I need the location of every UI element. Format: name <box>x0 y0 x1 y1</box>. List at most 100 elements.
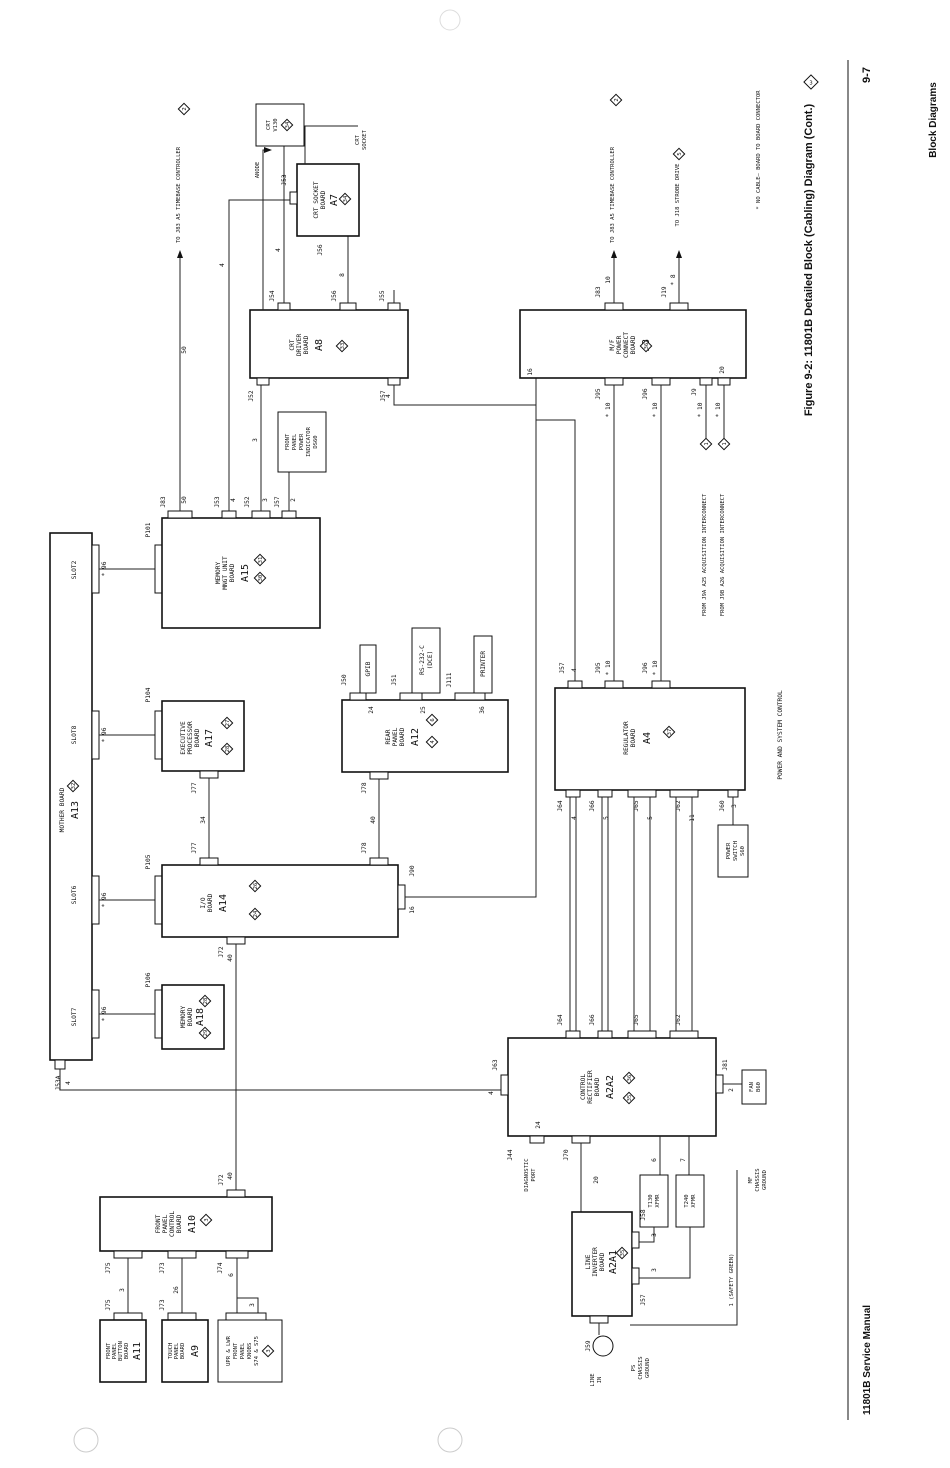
svg-text:TO J18 STROBE DRIVE: TO J18 STROBE DRIVE <box>675 164 681 227</box>
svg-text:UPR & LWR: UPR & LWR <box>226 1335 232 1365</box>
svg-text:J63: J63 <box>492 1059 499 1070</box>
svg-text:28: 28 <box>225 746 231 753</box>
svg-text:6: 6 <box>430 718 436 721</box>
svg-text:5: 5 <box>677 152 683 155</box>
wire-16-j90 <box>405 378 537 898</box>
svg-text:J77: J77 <box>191 842 198 853</box>
svg-text:PS: PS <box>631 1365 637 1372</box>
svg-text:LINE: LINE <box>585 1254 592 1269</box>
svg-text:2: 2 <box>290 498 297 502</box>
svg-text:J78: J78 <box>361 782 368 793</box>
t240-transformer: T240 XFMR <box>675 1174 705 1228</box>
svg-text:J9: J9 <box>691 388 698 396</box>
svg-text:J59: J59 <box>585 1340 592 1351</box>
svg-text:J75: J75 <box>105 1299 112 1310</box>
svg-text:27: 27 <box>225 720 231 727</box>
wire-count: * 96 <box>101 892 108 907</box>
svg-text:J50: J50 <box>341 674 348 685</box>
svg-text:BOARD: BOARD <box>320 190 327 209</box>
svg-text:M/F: M/F <box>609 339 616 350</box>
svg-text:BOARD: BOARD <box>176 1214 183 1233</box>
memory-mngt-board-a15: MEMORY MNGT UNIT BOARD A15 31 30 <box>154 517 321 629</box>
svg-text:KNOBS: KNOBS <box>247 1343 253 1360</box>
svg-text:16: 16 <box>527 368 534 376</box>
executive-processor-a17: EXECUTIVE PROCESSOR BOARD A17 27 28 <box>154 700 245 772</box>
svg-text:J65: J65 <box>633 800 640 811</box>
svg-text:A7: A7 <box>329 194 340 206</box>
svg-text:DRIVER: DRIVER <box>296 334 303 357</box>
svg-text:24: 24 <box>253 910 259 917</box>
svg-text:7: 7 <box>680 1158 687 1162</box>
slot8-connector <box>91 710 100 760</box>
slot-label: SLOT2 <box>71 560 78 579</box>
svg-text:J66: J66 <box>589 1014 596 1025</box>
svg-text:* 10: * 10 <box>652 402 659 417</box>
svg-text:DS60: DS60 <box>313 435 319 448</box>
svg-text:J95: J95 <box>595 388 602 399</box>
svg-text:4: 4 <box>488 1091 495 1095</box>
svg-text:24: 24 <box>535 1121 542 1129</box>
svg-text:30: 30 <box>258 575 264 582</box>
power-indicator-ds60: FRONT PANEL POWER INDICATOR DS60 <box>277 411 327 473</box>
svg-text:CRT: CRT <box>289 339 296 350</box>
svg-text:A12: A12 <box>410 728 421 746</box>
svg-text:A14: A14 <box>218 894 229 912</box>
ref-badge <box>177 102 191 116</box>
svg-text:I/O: I/O <box>200 897 207 908</box>
svg-text:28: 28 <box>203 998 209 1005</box>
svg-text:J96: J96 <box>642 662 649 673</box>
rs232-port: RS-232-C (DCE) <box>411 627 441 694</box>
svg-text:GROUND: GROUND <box>762 1170 768 1190</box>
svg-text:3: 3 <box>809 81 812 87</box>
svg-text:P105: P105 <box>145 854 152 869</box>
svg-text:MOTHER BOARD: MOTHER BOARD <box>59 787 66 832</box>
svg-text:4: 4 <box>571 816 578 820</box>
svg-text:J66: J66 <box>589 800 596 811</box>
svg-text:A13: A13 <box>70 801 81 819</box>
svg-text:T240: T240 <box>684 1194 690 1207</box>
svg-text:J81: J81 <box>722 1059 729 1070</box>
svg-text:A11: A11 <box>132 1342 143 1360</box>
svg-text:BOARD: BOARD <box>599 1252 606 1271</box>
svg-text:RS-232-C: RS-232-C <box>419 645 426 675</box>
svg-text:35: 35 <box>627 1095 633 1102</box>
svg-text:2: 2 <box>614 98 620 101</box>
svg-text:J53: J53 <box>281 174 288 185</box>
svg-text:TO J83 A5 TIMEBASE CONTROLLER: TO J83 A5 TIMEBASE CONTROLLER <box>610 146 616 243</box>
regulator-board-a4: REGULATOR BOARD A4 37 <box>554 687 746 791</box>
svg-text:J55: J55 <box>379 290 386 301</box>
svg-text:S60: S60 <box>740 846 746 856</box>
svg-text:J70: J70 <box>563 1149 570 1160</box>
svg-text:1: 1 <box>704 442 710 445</box>
svg-text:GROUND: GROUND <box>645 1358 651 1378</box>
svg-text:J72: J72 <box>218 946 225 957</box>
svg-text:4: 4 <box>430 740 436 744</box>
svg-text:36: 36 <box>479 706 486 714</box>
power-switch-s60: POWER SWITCH S60 <box>717 824 749 878</box>
svg-text:4: 4 <box>385 394 392 398</box>
svg-text:GPIB: GPIB <box>365 661 372 676</box>
svg-text:J96: J96 <box>642 388 649 399</box>
a8-j56-connector <box>339 302 357 311</box>
a8-j55-connector <box>387 302 401 311</box>
svg-text:1: 1 <box>722 442 728 445</box>
svg-text:* 8: * 8 <box>670 274 677 285</box>
svg-text:MEMORY: MEMORY <box>180 1006 187 1029</box>
svg-text:POWER: POWER <box>726 842 732 859</box>
svg-text:1 (SAFETY GREEN): 1 (SAFETY GREEN) <box>729 1254 735 1307</box>
svg-text:* 10: * 10 <box>605 402 612 417</box>
svg-text:POWER: POWER <box>616 335 623 354</box>
slot-label: SLOT8 <box>71 725 78 744</box>
svg-text:FRONT: FRONT <box>106 1342 112 1359</box>
svg-text:3: 3 <box>651 1268 658 1272</box>
svg-text:J74: J74 <box>217 1262 224 1273</box>
svg-text:CHASSIS: CHASSIS <box>638 1356 644 1379</box>
a8-j54-connector <box>277 302 291 311</box>
svg-text:25: 25 <box>420 706 427 714</box>
svg-text:BOARD: BOARD <box>207 893 214 912</box>
j53a-connector <box>54 1059 66 1070</box>
svg-text:PANEL: PANEL <box>112 1342 118 1359</box>
wire-count: * 96 <box>101 561 108 576</box>
svg-text:J57: J57 <box>640 1294 647 1305</box>
page-header-title: Block Diagrams <box>928 82 939 158</box>
